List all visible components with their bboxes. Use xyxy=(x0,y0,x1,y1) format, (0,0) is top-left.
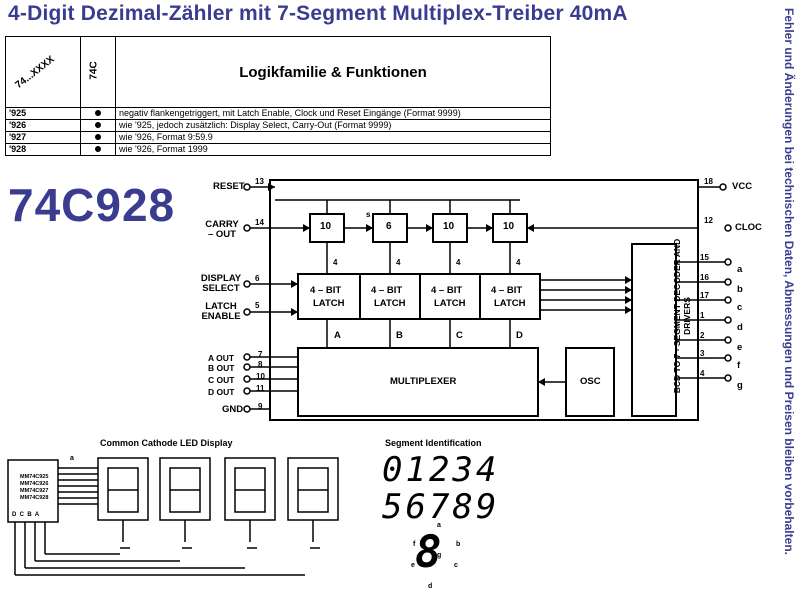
latch-label: 4 – BIT xyxy=(371,285,403,296)
bullet-icon xyxy=(95,146,101,152)
pin-label: VCC xyxy=(732,181,753,192)
segment-digits-row1: 01234 xyxy=(382,450,500,490)
table-header-row: 74...XXXX 74C Logikfamilie & Funktionen xyxy=(5,36,551,108)
pin-label: RESET xyxy=(213,181,245,192)
decoder-box xyxy=(631,243,677,417)
latch-label: 4 – BIT xyxy=(491,285,523,296)
segment-digits-row2: 56789 xyxy=(382,487,500,527)
pin-label: GND xyxy=(222,404,244,415)
segment-digit-large: 8 xyxy=(415,527,445,578)
decoder-label: BCD TO 7 - SEGMENT DECODER AND DRIVERS xyxy=(672,238,692,394)
pin-label: D OUT xyxy=(208,387,235,397)
chip-pin-labels: D C B A xyxy=(12,512,40,518)
chip-part-line: MM74C927 xyxy=(20,488,49,494)
counter-label: 10 xyxy=(320,221,332,232)
table-row: '928 wie '926, Format 1999 xyxy=(5,143,551,156)
pin-label: B OUT xyxy=(208,363,235,373)
latch-box xyxy=(297,273,361,320)
counter-label: 10 xyxy=(503,221,515,232)
led-display-title: Common Cathode LED Display xyxy=(100,438,233,448)
block-diagram xyxy=(243,179,732,421)
table-row: '925 negativ flankengetriggert, mit Latc… xyxy=(5,107,551,120)
col-74c-header: 74C xyxy=(88,61,100,80)
multiplexer-label: MULTIPLEXER xyxy=(390,376,457,387)
pin-label: LATCH ENABLE xyxy=(201,301,241,322)
pin-label: CLOC xyxy=(735,222,762,233)
pin-label: C OUT xyxy=(208,375,235,385)
chip-part-line: MM74C926 xyxy=(20,481,49,487)
col-part-header: 74...XXXX xyxy=(13,53,57,92)
bullet-icon xyxy=(95,110,101,116)
table-row: '926 wie '925, jedoch zusätzlich: Displa… xyxy=(5,119,551,132)
counter-label: 6 xyxy=(386,221,392,232)
led-display-schematic xyxy=(7,457,339,576)
table-row: '927 wie '926, Format 9:59.9 xyxy=(5,131,551,144)
segment-id-title: Segment Identification xyxy=(385,438,482,448)
page-title: 4-Digit Dezimal-Zähler mit 7-Segment Mul… xyxy=(8,2,628,25)
latch-box xyxy=(479,273,541,320)
pin-label: CARRY – OUT xyxy=(205,219,239,240)
side-disclaimer: Fehler und Änderungen bei technischen Da… xyxy=(782,8,796,555)
counter-label: 10 xyxy=(443,221,455,232)
chip-part-line: MM74C928 xyxy=(20,495,49,501)
chip-part-line: MM74C925 xyxy=(20,474,49,480)
latch-label: 4 – BIT xyxy=(431,285,463,296)
osc-label: OSC xyxy=(580,376,601,387)
latch-label: 4 – BIT xyxy=(310,285,342,296)
latch-box xyxy=(419,273,481,320)
logic-family-table: 74...XXXX 74C Logikfamilie & Funktionen … xyxy=(5,36,551,156)
pin-label: DISPLAY SELECT xyxy=(200,273,242,294)
part-number: 74C928 xyxy=(8,179,176,231)
col-function-header: Logikfamilie & Funktionen xyxy=(115,36,551,108)
bullet-icon xyxy=(95,134,101,140)
pin-label: A OUT xyxy=(208,353,235,363)
latch-box xyxy=(359,273,421,320)
bullet-icon xyxy=(95,122,101,128)
